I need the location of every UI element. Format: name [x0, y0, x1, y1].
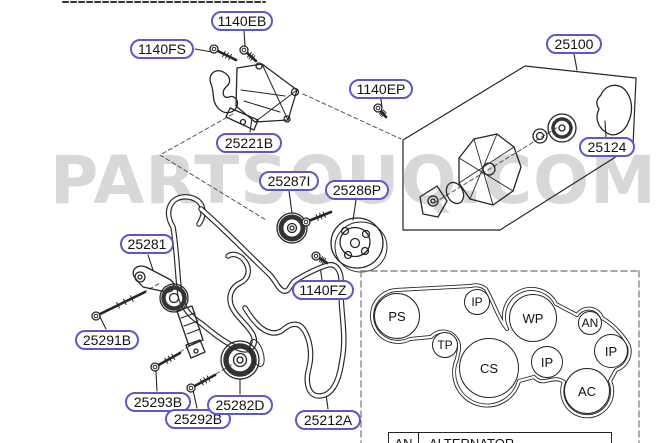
- routing-pulley-IP-1: IP: [464, 289, 490, 315]
- part-label-25100[interactable]: 25100: [546, 34, 602, 54]
- bolt-icon: [311, 251, 329, 265]
- belt-art: [165, 194, 347, 399]
- bolt-icon: [373, 103, 388, 119]
- part-label-1140EP[interactable]: 1140EP: [349, 79, 413, 99]
- bolt-icon: [209, 44, 238, 62]
- water-pump-art: [419, 84, 633, 218]
- part-label-1140EB[interactable]: 1140EB: [211, 11, 273, 31]
- idler-pulley-25287I-art: [276, 212, 308, 244]
- routing-box: [360, 270, 640, 443]
- routing-pulley-IP-4: IP: [594, 334, 628, 368]
- part-label-1140FZ[interactable]: 1140FZ: [292, 280, 354, 300]
- part-label-25287I[interactable]: 25287I: [259, 171, 319, 191]
- part-label-25281[interactable]: 25281: [120, 234, 174, 254]
- part-label-25282D[interactable]: 25282D: [207, 395, 273, 415]
- routing-pulley-CS-6: CS: [459, 338, 519, 398]
- tensioner-art: [132, 265, 206, 359]
- routing-belt: [369, 283, 632, 419]
- part-label-25212A[interactable]: 25212A: [295, 410, 361, 430]
- part-label-25286P[interactable]: 25286P: [325, 180, 389, 200]
- bolts-art: [91, 44, 388, 393]
- routing-pulley-AC-8: AC: [564, 368, 610, 414]
- part-label-25221B[interactable]: 25221B: [216, 133, 282, 153]
- wp-pulley-art: [330, 217, 388, 273]
- bracket-art: [209, 62, 300, 131]
- part-label-25124[interactable]: 25124: [579, 137, 635, 157]
- routing-pulley-TP-5: TP: [432, 332, 458, 358]
- routing-pulley-WP-2: WP: [509, 294, 557, 342]
- bolt-icon: [150, 351, 182, 372]
- belt-legend-table: AN ALTERNATOR: [388, 432, 612, 443]
- bolt-icon: [186, 373, 217, 393]
- routing-pulley-PS-0: PS: [374, 293, 420, 339]
- idler-pulley-25282D-art: [220, 339, 265, 380]
- bolt-icon: [91, 290, 147, 321]
- routing-pulley-IP-7: IP: [531, 346, 563, 378]
- part-label-25293B[interactable]: 25293B: [125, 392, 191, 412]
- part-label-1140FS[interactable]: 1140FS: [130, 39, 194, 59]
- part-label-25291B[interactable]: 25291B: [75, 330, 139, 350]
- legend-name: ALTERNATOR: [419, 433, 611, 443]
- bolt-icon: [239, 45, 258, 63]
- bolt-icon: [301, 210, 333, 227]
- routing-pulley-AN-3: AN: [578, 311, 602, 335]
- label-leader-lines: [99, 30, 607, 410]
- legend-abbr: AN: [389, 433, 419, 443]
